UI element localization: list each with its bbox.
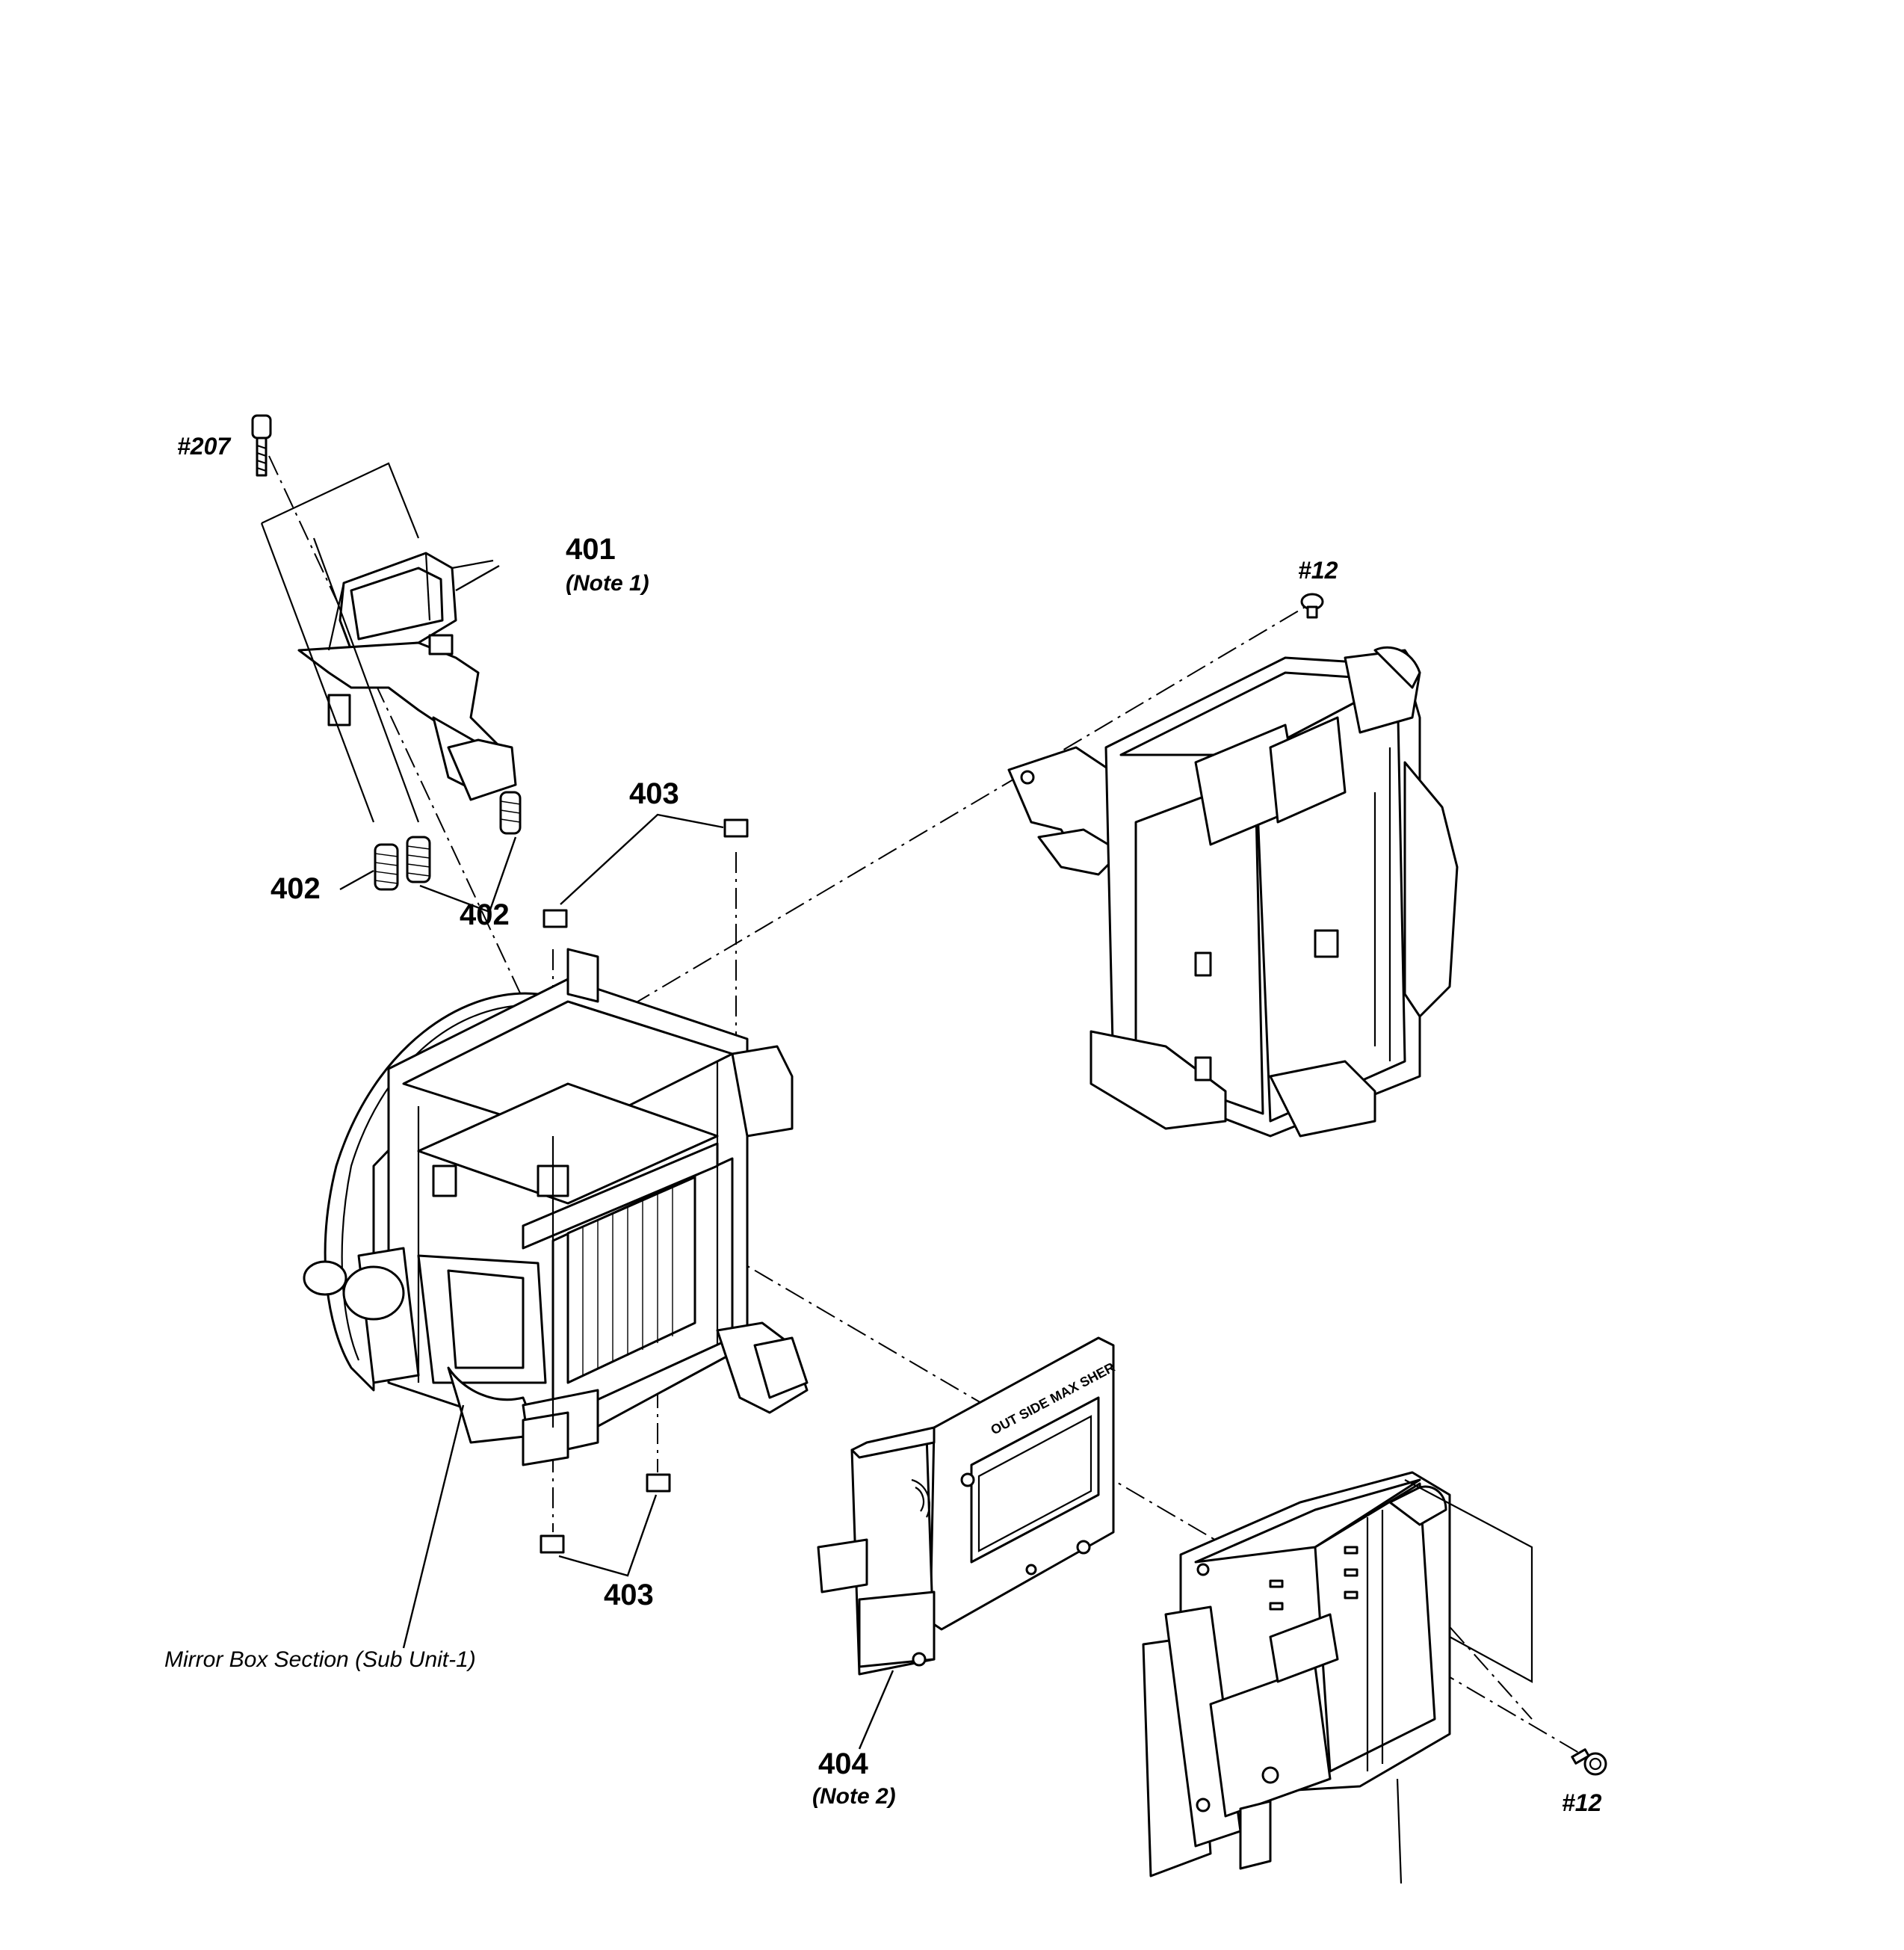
label-screw-207: #207 bbox=[177, 433, 232, 460]
leader-mirror-box bbox=[402, 1404, 465, 1649]
mirror-box-section bbox=[303, 948, 809, 1649]
label-note-2: (Note 2) bbox=[812, 1784, 896, 1809]
pad-403-b bbox=[723, 818, 749, 838]
spring-402-c bbox=[499, 791, 522, 835]
label-screw-12-top: #12 bbox=[1298, 557, 1338, 584]
part-404-shutter-unit: OUT SIDE MAX SHER bbox=[817, 1336, 1117, 1750]
top-right-frame-unit bbox=[1007, 646, 1459, 1138]
label-part-403-top: 403 bbox=[629, 777, 679, 810]
mirror-box-caption: Mirror Box Section (Sub Unit-1) bbox=[164, 1647, 476, 1672]
bottom-right-unit bbox=[1142, 1471, 1533, 1884]
leader-403-top bbox=[560, 813, 724, 905]
screw-12-bottom-part bbox=[1571, 1748, 1607, 1776]
pad-403-c bbox=[646, 1473, 671, 1493]
leader-404 bbox=[858, 1670, 894, 1750]
label-part-401: 401 bbox=[566, 533, 616, 566]
leader-403-bottom bbox=[558, 1494, 658, 1577]
label-part-404: 404 bbox=[818, 1747, 868, 1780]
pad-403-d bbox=[540, 1534, 565, 1554]
label-note-1: (Note 1) bbox=[566, 571, 649, 596]
bracket-lines-401 bbox=[260, 462, 420, 823]
part-401-af-unit bbox=[297, 552, 517, 801]
leader-402-left bbox=[339, 869, 374, 891]
screw-207-part bbox=[251, 414, 272, 477]
leader-402-right bbox=[419, 836, 517, 913]
label-part-402-left: 402 bbox=[271, 872, 321, 905]
pad-403-a bbox=[543, 909, 568, 928]
screw-12-top-part bbox=[1300, 593, 1324, 619]
label-part-403-bottom: 403 bbox=[604, 1579, 654, 1611]
spring-402-a bbox=[374, 843, 399, 891]
label-screw-12-bottom: #12 bbox=[1562, 1789, 1602, 1816]
spring-402-b bbox=[406, 836, 431, 883]
